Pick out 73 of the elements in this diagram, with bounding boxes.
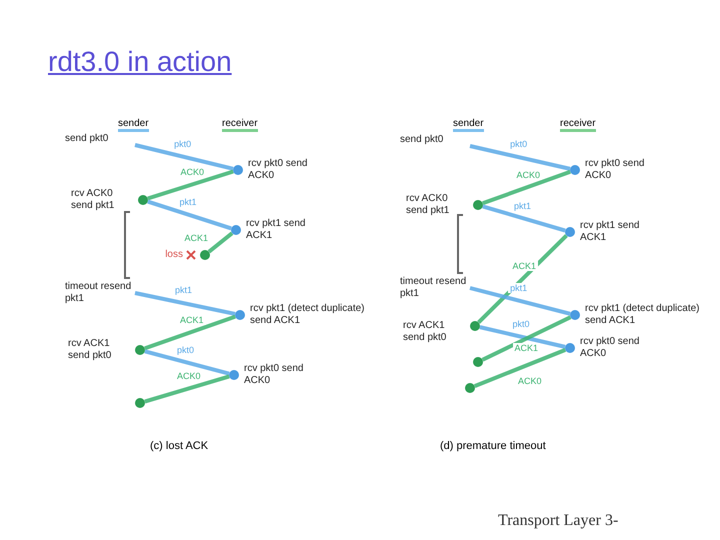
event-dot	[473, 357, 483, 367]
event-dot	[138, 195, 148, 205]
event-text: rcv ACK0 send pkt1	[71, 188, 116, 212]
message-line	[208, 232, 234, 254]
message-line	[482, 315, 572, 362]
event-dot	[135, 398, 145, 408]
message-line	[470, 144, 571, 171]
event-text: rcv ACK1 send pkt0	[68, 338, 112, 362]
event-dot	[465, 383, 475, 393]
message-line	[147, 200, 232, 230]
slide-title: rdt3.0 in action	[48, 46, 232, 78]
event-dot	[473, 200, 483, 210]
edge-label: pkt1	[508, 282, 530, 293]
message-line	[144, 349, 230, 376]
event-dot	[235, 310, 245, 320]
event-text: timeout resend pkt1	[400, 276, 470, 300]
message-line	[477, 234, 568, 324]
message-line	[144, 374, 230, 404]
event-text: rcv pkt1 (detect duplicate) send ACK1	[250, 303, 366, 327]
edge-label: ACK1	[512, 342, 540, 352]
event-text: rcv pkt1 send ACK1	[246, 218, 306, 242]
column-heading: receiver	[222, 118, 258, 132]
column-heading: sender	[453, 118, 484, 132]
event-dot	[470, 321, 480, 331]
event-text: rcv ACK0 send pkt1	[406, 193, 450, 217]
edge-label: ACK1	[182, 232, 210, 242]
event-dot	[233, 165, 243, 175]
message-line	[470, 286, 571, 316]
edge-label: ACK0	[514, 170, 542, 180]
event-text: rcv pkt0 send ACK0	[244, 363, 304, 387]
edge-label: pkt0	[508, 139, 530, 150]
event-text: rcv ACK1 send pkt0	[403, 320, 448, 344]
message-line	[482, 204, 566, 232]
message-line	[134, 143, 234, 171]
caption-text: (d) premature timeout	[440, 440, 546, 452]
edge-label: pkt1	[178, 197, 199, 207]
event-dot	[229, 370, 239, 380]
event-text: rcv pkt1 (detect duplicate) send ACK1	[585, 303, 700, 327]
edge-label: pkt0	[175, 344, 196, 354]
edge-label: ACK1	[178, 314, 206, 324]
column-heading: sender	[118, 118, 149, 132]
event-text: rcv pkt0 send ACK0	[585, 158, 645, 182]
event-text: rcv pkt0 send ACK0	[580, 336, 640, 360]
footer-text: Transport Layer 3-	[498, 512, 618, 530]
caption-text: (c) lost ACK	[150, 440, 208, 452]
event-dot	[570, 165, 580, 175]
edge-label: pkt0	[510, 319, 532, 329]
event-text: rcv pkt1 send ACK1	[580, 220, 640, 244]
loss-text: loss	[165, 249, 183, 261]
message-line	[482, 170, 571, 206]
edge-label: ACK1	[510, 261, 538, 271]
edge-label: pkt1	[512, 200, 534, 210]
edge-label: ACK0	[516, 376, 544, 386]
event-dot	[565, 343, 575, 353]
event-dot	[200, 250, 210, 260]
edge-label: pkt1	[173, 285, 194, 296]
event-dot	[231, 225, 241, 235]
event-text: timeout resend pkt1	[65, 281, 135, 305]
event-text: rcv pkt0 send ACK0	[248, 158, 308, 182]
edge-label: pkt0	[172, 138, 194, 149]
event-dot	[570, 310, 580, 320]
message-line	[479, 325, 566, 349]
event-text: send pkt0	[400, 134, 470, 158]
column-heading: receiver	[560, 118, 596, 132]
event-text: send pkt0	[65, 133, 135, 157]
message-line	[134, 291, 236, 316]
event-dot	[565, 227, 575, 237]
edge-label: ACK0	[178, 167, 206, 177]
edge-label: ACK0	[175, 371, 203, 381]
message-line	[144, 314, 236, 350]
message-line	[474, 348, 566, 388]
message-line	[147, 170, 234, 200]
event-dot	[135, 345, 145, 355]
